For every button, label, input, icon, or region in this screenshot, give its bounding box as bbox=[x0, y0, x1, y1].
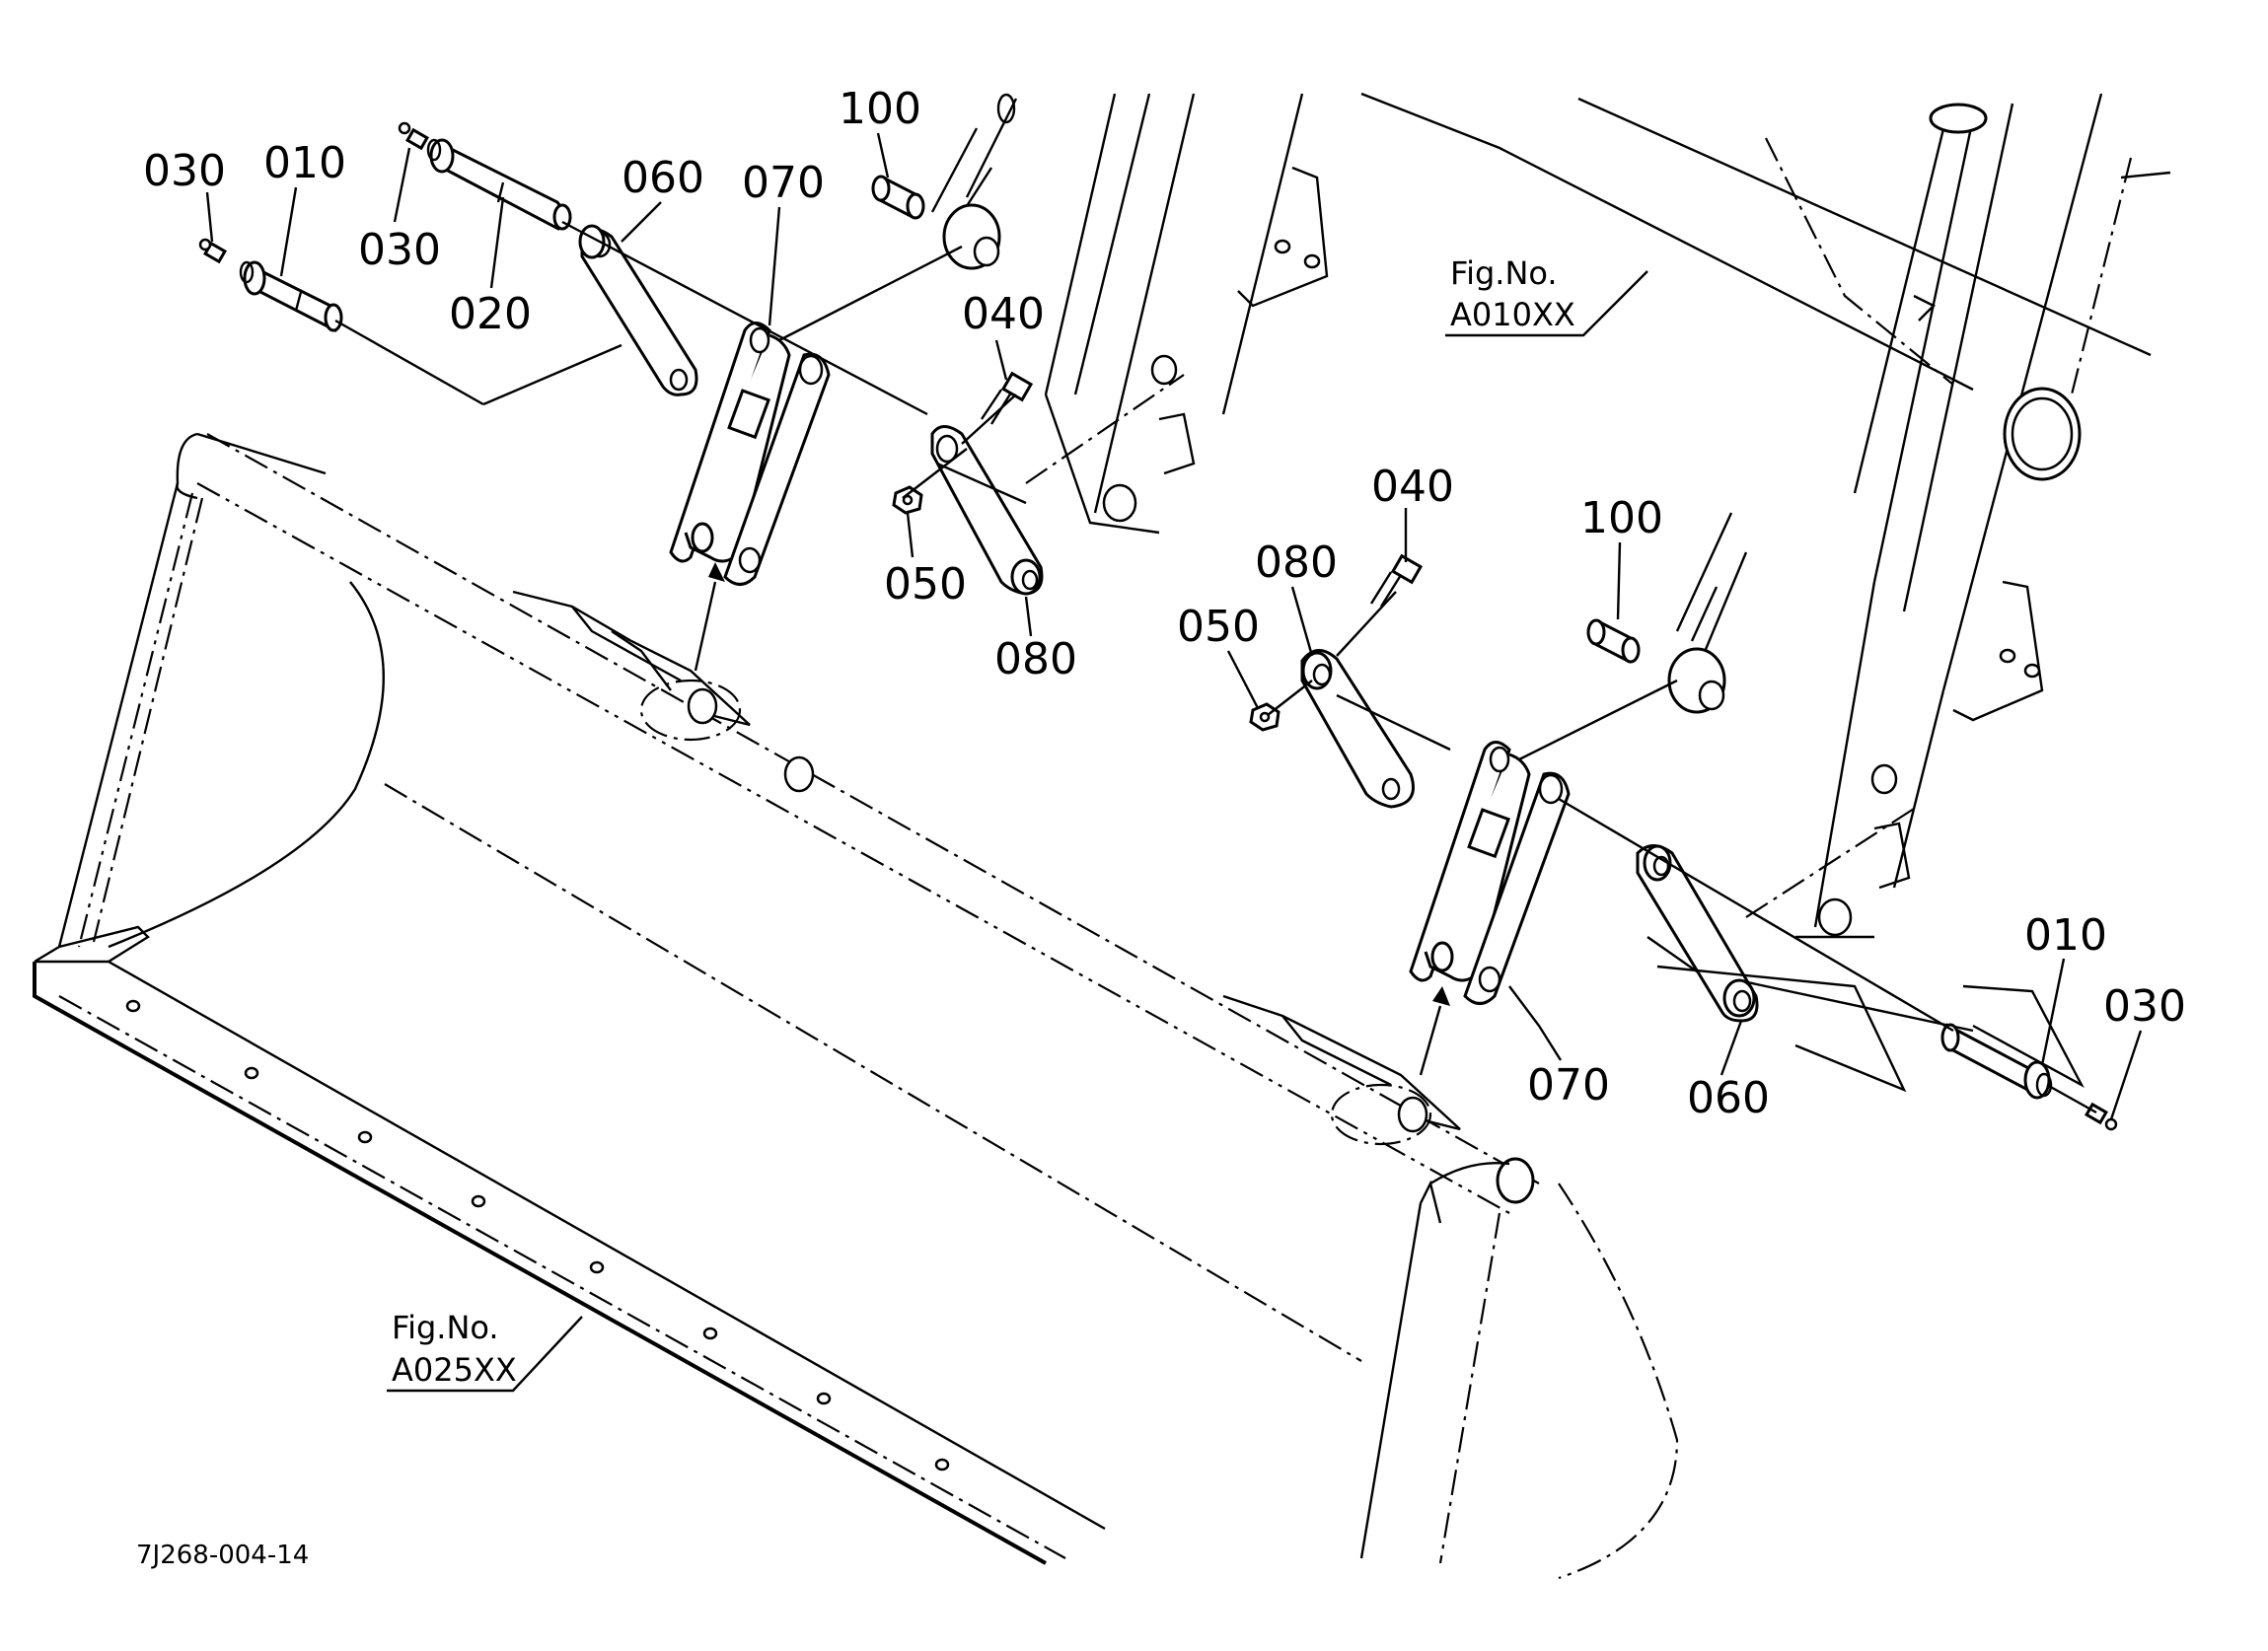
callout-100-b: 100 bbox=[1580, 493, 1663, 543]
callout-060-b: 060 bbox=[1687, 1073, 1770, 1123]
callout-010-a: 010 bbox=[263, 138, 346, 188]
frame-fig-label: Fig.No. bbox=[1450, 254, 1558, 292]
bushing-100-right bbox=[1586, 618, 1641, 664]
bucket-corner bbox=[34, 925, 150, 964]
bucket-right-wall-dash bbox=[1438, 1212, 1501, 1564]
bucket-right-wall bbox=[1359, 1202, 1423, 1559]
bucket-end-plate bbox=[1429, 1162, 1510, 1185]
pin-010-right bbox=[1940, 1023, 2053, 1100]
bucket-lip-curl bbox=[176, 482, 198, 500]
bucket bbox=[33, 432, 1679, 1580]
cutting-edge-bolt-holes bbox=[125, 999, 950, 1472]
link-060-left bbox=[578, 224, 698, 396]
assembly-arrow-left bbox=[694, 562, 725, 672]
link-080-right bbox=[1300, 649, 1415, 809]
callout-080-b: 080 bbox=[1255, 538, 1338, 588]
bolt-040-left bbox=[981, 371, 1034, 425]
bucket-inner-curve bbox=[108, 581, 385, 949]
callout-080-a: 080 bbox=[994, 634, 1077, 684]
assembly-arrow-right bbox=[1419, 986, 1450, 1076]
bucket-fig-label: Fig.No. bbox=[392, 1309, 499, 1346]
bushing-100-left bbox=[871, 175, 925, 220]
callout-070-b: 070 bbox=[1527, 1060, 1610, 1111]
bucket-left-wall-dash-2 bbox=[92, 497, 204, 943]
callout-labels: 030 010 030 020 060 070 100 040 050 080 … bbox=[143, 84, 2186, 1123]
loader-frame bbox=[930, 92, 2171, 1088]
drawing-code: 7J268-004-14 bbox=[136, 1541, 309, 1570]
bucket-fig-number: A025XX bbox=[392, 1351, 517, 1389]
link-060-right bbox=[1636, 844, 1759, 1023]
figure-ref-bucket: Fig.No. A025XX bbox=[387, 1309, 583, 1393]
callout-100-a: 100 bbox=[839, 84, 921, 134]
bolt-040-right bbox=[1369, 553, 1424, 608]
callout-060-a: 060 bbox=[622, 153, 704, 203]
bucket-edge-dash bbox=[58, 995, 1066, 1559]
right-bucket-mount bbox=[1222, 994, 1461, 1146]
bucket-edge-top bbox=[108, 960, 1106, 1531]
callout-050-a: 050 bbox=[884, 559, 967, 610]
bucket-top-edge bbox=[206, 433, 1540, 1184]
callout-070-a: 070 bbox=[742, 158, 825, 208]
callout-040-a: 040 bbox=[962, 289, 1045, 339]
callout-040-b: 040 bbox=[1371, 462, 1454, 512]
pin-020 bbox=[426, 138, 572, 231]
link-070-left bbox=[669, 322, 831, 586]
bucket-tube-end bbox=[1496, 1157, 1535, 1204]
callout-010-b: 010 bbox=[2024, 910, 2107, 961]
figure-ref-frame: Fig.No. A010XX bbox=[1445, 254, 1648, 337]
bucket-right-curve bbox=[1558, 1183, 1679, 1580]
grease-nipple-030-b bbox=[398, 121, 429, 151]
left-linkage bbox=[198, 121, 1044, 672]
bucket-top-lip bbox=[196, 432, 327, 475]
link-070-right bbox=[1409, 741, 1571, 1005]
pin-010-left bbox=[239, 260, 484, 406]
frame-fig-number: A010XX bbox=[1450, 296, 1575, 333]
bucket-top-edge-inner bbox=[196, 482, 1510, 1214]
callout-020: 020 bbox=[449, 289, 532, 339]
callout-030-b: 030 bbox=[358, 225, 441, 275]
bucket-left-side-outline bbox=[57, 432, 198, 948]
callout-050-b: 050 bbox=[1177, 602, 1260, 652]
bucket-cutting-edge bbox=[33, 962, 1047, 1565]
grease-nipple-030-a bbox=[198, 238, 227, 264]
left-bucket-mount bbox=[512, 590, 815, 793]
bucket-end-bracket bbox=[1419, 1180, 1442, 1224]
bucket-left-wall-dash bbox=[77, 492, 194, 948]
nut-050-left bbox=[892, 485, 923, 515]
link-080-left bbox=[930, 425, 1044, 596]
nut-050-right bbox=[1249, 702, 1280, 732]
callout-030-a: 030 bbox=[143, 146, 226, 196]
callout-030-c: 030 bbox=[2103, 981, 2186, 1032]
bucket-floor-line bbox=[384, 783, 1362, 1362]
right-linkage bbox=[1249, 553, 2118, 1131]
